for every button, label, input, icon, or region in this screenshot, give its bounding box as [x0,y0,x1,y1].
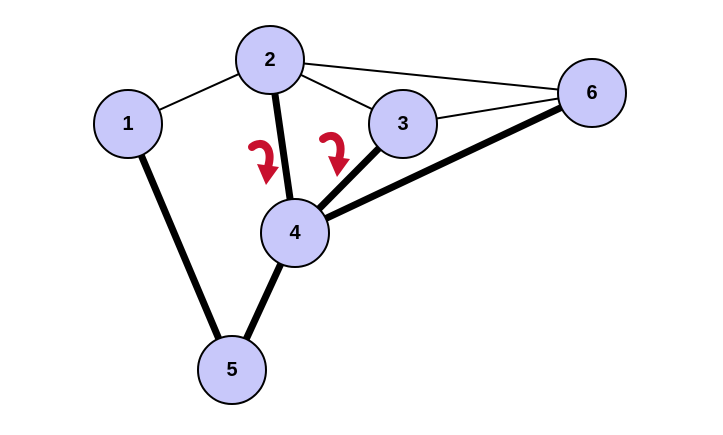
edge-4-6 [293,89,594,237]
node-6: 6 [557,58,627,128]
edge-1-5 [124,122,236,372]
node-label: 3 [397,113,408,135]
node-4: 4 [260,198,330,268]
nodes-layer: 1 2 3 4 5 6 [93,25,627,405]
node-label: 6 [586,82,597,104]
node-label: 2 [264,49,275,71]
curved-arrow-icon [319,131,350,177]
node-circle [557,58,627,128]
markers-layer [248,131,350,185]
node-5: 5 [197,335,267,405]
node-circle [197,335,267,405]
node-label: 4 [289,222,301,244]
curved-arrow-icon [248,139,279,185]
node-3: 3 [368,89,438,159]
node-2: 2 [235,25,305,95]
edge-2-6 [269,59,593,94]
node-circle [235,25,305,95]
node-circle [260,198,330,268]
node-circle [368,89,438,159]
node-label: 5 [226,359,237,381]
node-circle [93,89,163,159]
edges-layer [124,59,594,372]
node-1: 1 [93,89,163,159]
node-label: 1 [122,113,133,135]
